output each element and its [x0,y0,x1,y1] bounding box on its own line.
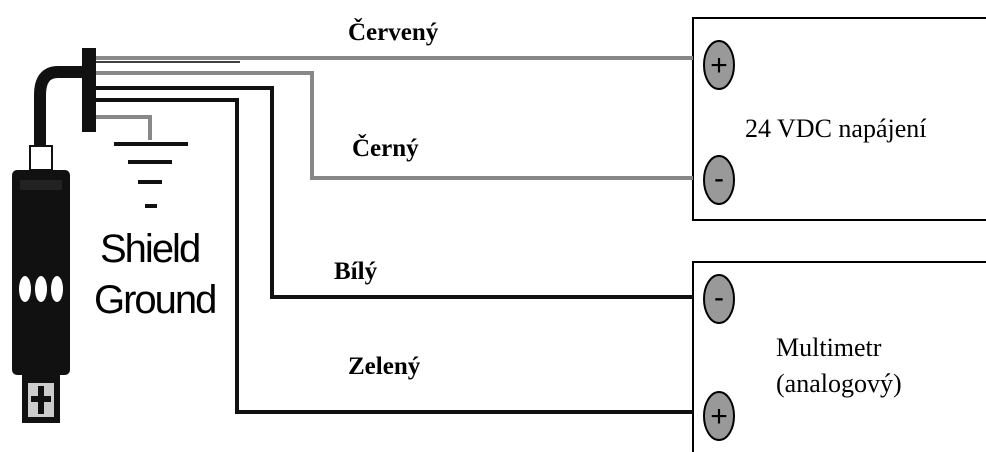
terminal-meter-plus: + [703,391,735,441]
wire-label-green: Zelený [348,353,421,380]
shield-label: Shield [100,227,199,271]
wire-red [96,56,693,63]
multimeter-box [692,261,986,452]
wire-green [96,98,693,414]
svg-text:-: - [714,281,724,314]
ground-label: Ground [94,278,215,322]
wire-label-red: Červený [348,17,439,46]
multimeter-label: Multimetr [776,333,882,362]
wire-black [96,71,693,180]
svg-text:-: - [714,162,724,195]
wire-shield [96,115,152,140]
terminal-meter-minus: - [703,274,735,324]
multimeter-sublabel: (analogový) [776,369,902,398]
wire-white [96,86,693,299]
svg-text:+: + [710,400,728,433]
power-supply-box [692,17,986,221]
connector-icon [12,48,96,423]
ground-icon [114,142,188,208]
power-supply-label: 24 VDC napájení [745,114,927,143]
wire-label-black: Černý [352,133,419,162]
terminal-power-minus: - [703,155,735,205]
wire-label-white: Bílý [334,258,378,285]
terminal-power-plus: + [703,40,735,90]
svg-text:+: + [710,49,728,82]
